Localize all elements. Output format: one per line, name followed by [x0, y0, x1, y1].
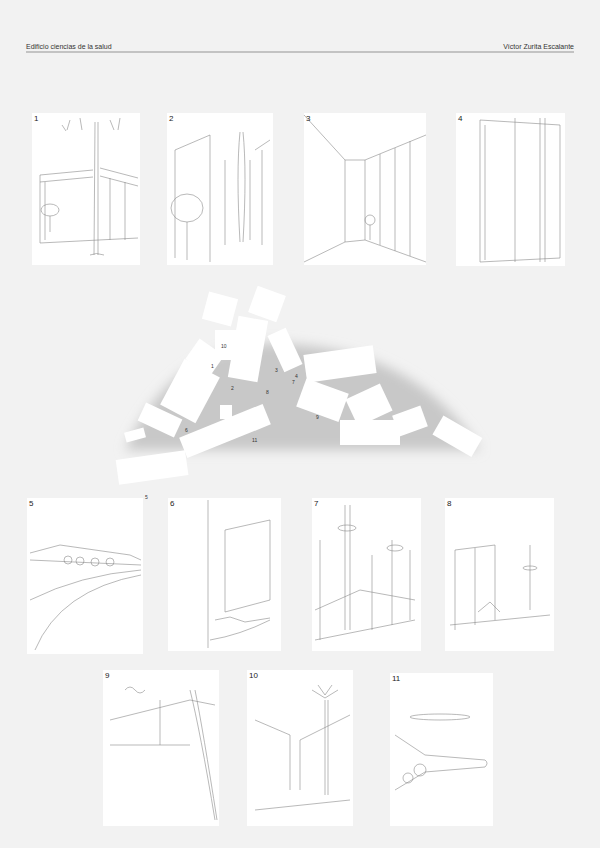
panel-number: 6 [170, 500, 174, 508]
callout-number: 11 [252, 438, 257, 443]
panel-number: 2 [169, 115, 173, 123]
sketch-panel: 8 [445, 498, 554, 651]
panel-number: 7 [314, 500, 318, 508]
sketch-panel: 1 [32, 113, 140, 265]
panel-number: 11 [392, 675, 400, 683]
panel-number: 9 [105, 672, 109, 680]
sketch-panel: 11 [390, 673, 493, 826]
panel-number: 10 [249, 672, 258, 680]
panel-number: 1 [34, 115, 38, 123]
callout-number: 6 [185, 428, 188, 433]
sketch-panel: 3 [304, 113, 426, 265]
panel-number: 5 [29, 500, 33, 508]
callout-number: 3 [275, 368, 278, 373]
panel-number: 3 [306, 115, 310, 123]
callout-number: 9 [316, 415, 319, 420]
callout-number: 5 [145, 495, 148, 500]
callout-number: 8 [266, 390, 269, 395]
sketch-panel: 5 [27, 498, 143, 654]
sketch-panel: 7 [312, 498, 421, 651]
panel-number: 8 [447, 500, 451, 508]
sheet-title: Edificio ciencias de la salud [26, 43, 112, 50]
author-name: Víctor Zurita Escalante [503, 43, 574, 50]
callout-number: 1 [211, 364, 214, 369]
callout-number: 7 [292, 380, 295, 385]
sketch-panel: 2 [167, 113, 273, 265]
callout-number: 2 [231, 386, 234, 391]
sketch-panel: 9 [103, 670, 219, 826]
panel-number: 4 [458, 115, 462, 123]
sketch-panel: 10 [247, 670, 353, 826]
sketch-panel: 4 [456, 113, 565, 266]
sketch-panel: 6 [168, 498, 281, 651]
callout-number: 4 [295, 374, 298, 379]
callout-number: 10 [221, 344, 227, 349]
